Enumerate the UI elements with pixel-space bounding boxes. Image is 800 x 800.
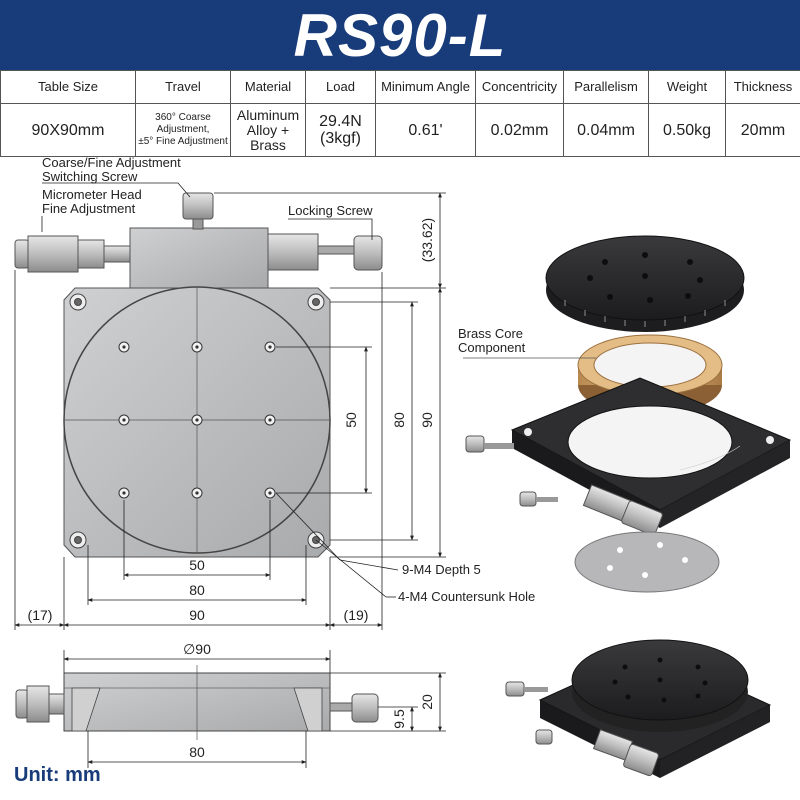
dim-hole-span-h: 80 bbox=[189, 582, 205, 598]
brass-core-label-1: Brass Core bbox=[458, 326, 523, 341]
header-thickness: Thickness bbox=[725, 70, 800, 104]
material-line-2: Alloy + bbox=[246, 121, 290, 138]
value-table-size: 90X90mm bbox=[0, 103, 136, 157]
side-screw-illustration bbox=[465, 435, 558, 507]
product-title: RS90-L bbox=[293, 1, 507, 69]
switching-screw-label-2: Switching Screw bbox=[42, 169, 138, 184]
upper-block bbox=[129, 227, 269, 289]
header-weight: Weight bbox=[648, 70, 726, 104]
title-banner: RS90-L bbox=[0, 0, 800, 70]
micrometer-label-2: Fine Adjustment bbox=[42, 201, 136, 216]
locking-screw-label: Locking Screw bbox=[288, 203, 373, 218]
dim-thickness: 20 bbox=[419, 694, 435, 710]
header-concentricity: Concentricity bbox=[475, 70, 564, 104]
switching-screw-label-1: Coarse/Fine Adjustment bbox=[42, 155, 181, 170]
value-material: Aluminum Alloy + Brass bbox=[230, 103, 306, 157]
dim-screw-height: 9.5 bbox=[391, 709, 407, 729]
rotary-plate-illustration bbox=[545, 235, 745, 332]
dim-left-overhang: (17) bbox=[28, 607, 53, 623]
dim-right-overhang: (19) bbox=[344, 607, 369, 623]
value-minimum-angle: 0.61' bbox=[375, 103, 476, 157]
spec-value-row: 90X90mm 360° Coarse Adjustment, ±5° Fine… bbox=[0, 103, 800, 157]
material-line-1: Aluminum bbox=[236, 106, 300, 123]
dim-base-span: 80 bbox=[189, 744, 205, 760]
spec-table: Table Size Travel Material Load Minimum … bbox=[0, 70, 800, 157]
exploded-view: Brass Core Component bbox=[458, 235, 792, 778]
assembled-stage-illustration bbox=[505, 639, 772, 778]
dim-height: 90 bbox=[419, 412, 435, 428]
dim-diameter: ∅90 bbox=[183, 641, 211, 657]
stage-base-illustration bbox=[510, 377, 792, 528]
side-view: ∅90 80 20 9.5 bbox=[15, 641, 446, 768]
dim-width: 90 bbox=[189, 607, 205, 623]
value-travel: 360° Coarse Adjustment, ±5° Fine Adjustm… bbox=[135, 103, 231, 157]
micrometer-label-1: Micrometer Head bbox=[42, 187, 142, 202]
locking-screw-icon bbox=[267, 233, 383, 271]
micrometer-illustration bbox=[582, 484, 663, 536]
header-table-size: Table Size bbox=[0, 70, 136, 104]
travel-line-2: Adjustment, bbox=[156, 124, 210, 135]
load-line-1: 29.4N bbox=[319, 113, 362, 130]
micrometer-head-icon bbox=[14, 235, 131, 273]
header-material: Material bbox=[230, 70, 306, 104]
countersunk-holes-label: 4-M4 Countersunk Hole bbox=[398, 589, 535, 604]
side-locking-screw-icon bbox=[329, 693, 379, 723]
dim-hole-span-v: 80 bbox=[391, 412, 407, 428]
travel-line-3: ±5° Fine Adjustment bbox=[138, 136, 228, 147]
travel-line-1: 360° Coarse bbox=[155, 112, 211, 123]
load-line-2: (3kgf) bbox=[320, 130, 361, 147]
header-parallelism: Parallelism bbox=[563, 70, 649, 104]
unit-label: Unit: mm bbox=[14, 764, 101, 786]
switching-screw-icon bbox=[182, 192, 214, 230]
brass-core-label-2: Component bbox=[458, 340, 526, 355]
value-load: 29.4N (3kgf) bbox=[305, 103, 376, 157]
spec-header-row: Table Size Travel Material Load Minimum … bbox=[0, 70, 800, 104]
value-thickness: 20mm bbox=[725, 103, 800, 157]
value-parallelism: 0.04mm bbox=[563, 103, 649, 157]
dim-hole-spacing-v: 50 bbox=[343, 412, 359, 428]
value-weight: 0.50kg bbox=[648, 103, 726, 157]
side-micrometer-icon bbox=[15, 685, 65, 723]
dim-hole-spacing-h: 50 bbox=[189, 557, 205, 573]
material-line-3: Brass bbox=[250, 136, 286, 153]
bottom-disc-illustration bbox=[574, 531, 720, 593]
top-view: Coarse/Fine Adjustment Switching Screw M… bbox=[14, 155, 535, 630]
dim-top-overhang: (33.62) bbox=[419, 218, 435, 262]
tapped-holes-label: 9-M4 Depth 5 bbox=[402, 562, 481, 577]
